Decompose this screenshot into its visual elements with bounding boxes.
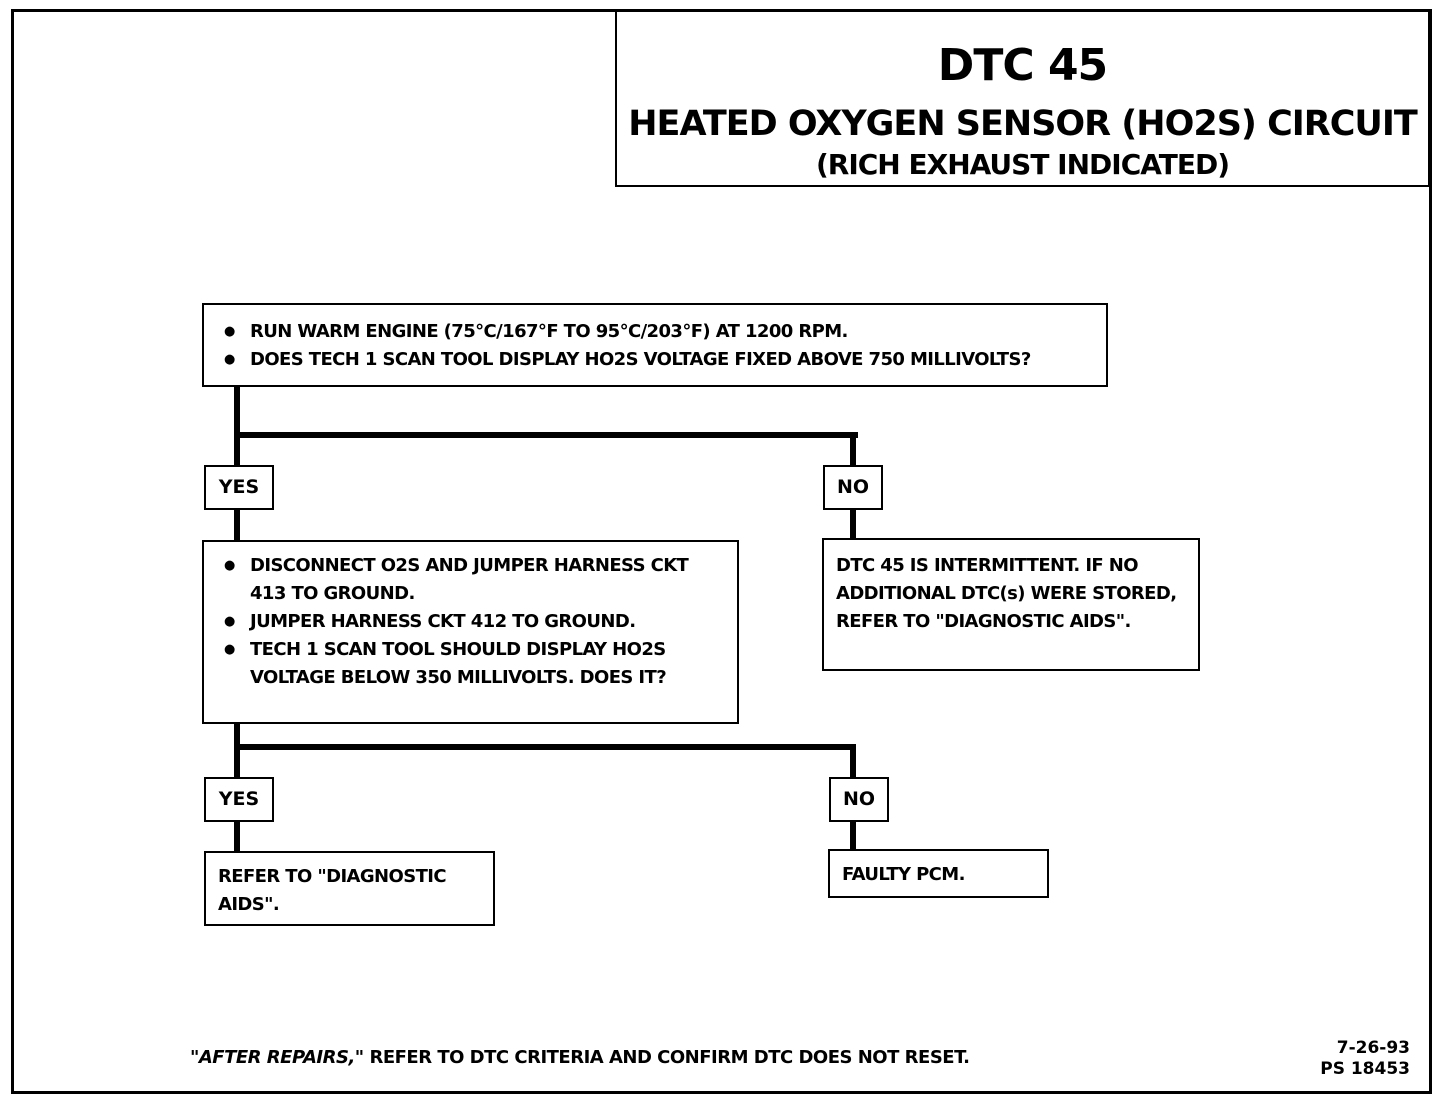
dtc-title: HEATED OXYGEN SENSOR (HO2S) CIRCUIT (628, 104, 1418, 144)
dtc-subtitle: (RICH EXHAUST INDICATED) (815, 148, 1230, 181)
connector (850, 508, 856, 540)
result-yes-text: REFER TO "DIAGNOSTIC AIDS". (218, 866, 447, 915)
step-1-box: RUN WARM ENGINE (75°C/167°F TO 95°C/203°… (202, 303, 1108, 387)
title-block: DTC 45 HEATED OXYGEN SENSOR (HO2S) CIRCU… (615, 10, 1430, 187)
no-label: NO (823, 465, 883, 510)
connector (850, 820, 856, 850)
connector (234, 744, 856, 750)
step-2-bullet: JUMPER HARNESS CKT 412 TO GROUND. (216, 608, 725, 636)
result-no-text: FAULTY PCM. (842, 864, 965, 885)
intermittent-box: DTC 45 IS INTERMITTENT. IF NO ADDITIONAL… (822, 538, 1200, 671)
dtc-code: DTC 45 (937, 40, 1108, 91)
connector (234, 722, 240, 778)
footer-note: "AFTER REPAIRS," REFER TO DTC CRITERIA A… (190, 1047, 970, 1068)
reference-block: 7-26-93 PS 18453 (1300, 1038, 1410, 1080)
result-no-box: FAULTY PCM. (828, 849, 1049, 898)
step-2-bullet: TECH 1 SCAN TOOL SHOULD DISPLAY HO2S VOL… (216, 636, 725, 692)
reference-id: PS 18453 (1320, 1059, 1410, 1079)
connector (850, 744, 856, 778)
result-yes-box: REFER TO "DIAGNOSTIC AIDS". (204, 851, 495, 926)
step-2-bullet: DISCONNECT O2S AND JUMPER HARNESS CKT 41… (216, 552, 725, 608)
intermittent-text: DTC 45 IS INTERMITTENT. IF NO ADDITIONAL… (836, 555, 1177, 632)
footer-emphasis: "AFTER REPAIRS," (190, 1047, 364, 1068)
connector (234, 820, 240, 852)
step-1-bullet: DOES TECH 1 SCAN TOOL DISPLAY HO2S VOLTA… (216, 346, 1094, 374)
no-label: NO (829, 777, 889, 822)
step-2-box: DISCONNECT O2S AND JUMPER HARNESS CKT 41… (202, 540, 739, 724)
connector (234, 432, 858, 438)
footer-text: REFER TO DTC CRITERIA AND CONFIRM DTC DO… (369, 1047, 970, 1068)
yes-label: YES (204, 777, 274, 822)
yes-label: YES (204, 465, 274, 510)
step-1-bullet: RUN WARM ENGINE (75°C/167°F TO 95°C/203°… (216, 318, 1094, 346)
reference-date: 7-26-93 (1336, 1038, 1410, 1058)
connector (850, 432, 856, 466)
connector (234, 386, 240, 466)
connector (234, 508, 240, 542)
